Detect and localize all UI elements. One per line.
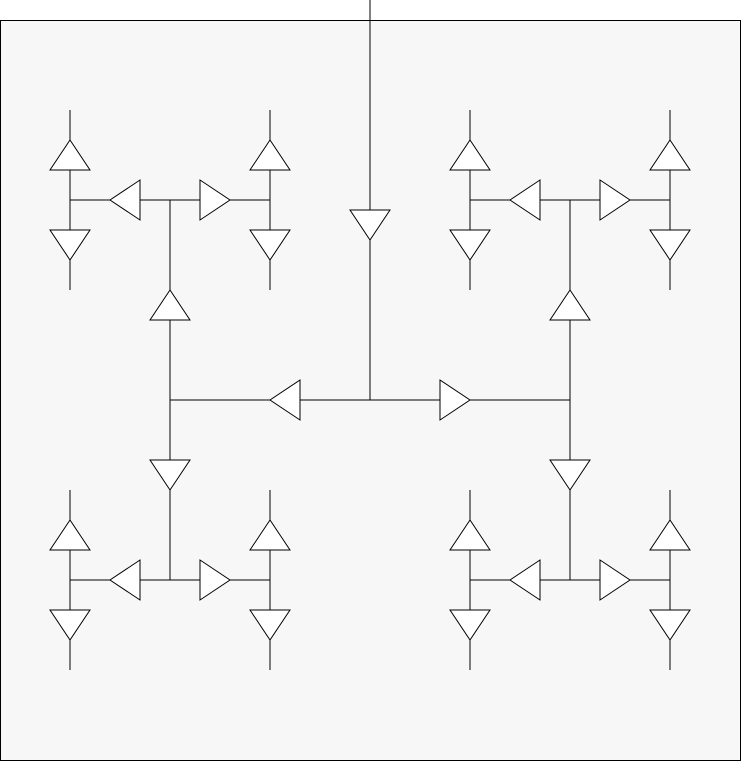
leaf-down-buffer <box>649 229 691 261</box>
buffer-layer <box>49 139 691 641</box>
quad-right-buffer <box>199 179 231 221</box>
leaf-up-buffer <box>449 519 491 551</box>
leaf-down-buffer <box>449 609 491 641</box>
leaf-down-buffer <box>49 229 91 261</box>
leaf-down-buffer <box>449 229 491 261</box>
leaf-up-buffer <box>49 519 91 551</box>
leaf-up-buffer <box>249 139 291 171</box>
quad-left-buffer <box>509 559 541 601</box>
leaf-down-buffer <box>49 609 91 641</box>
leaf-down-buffer <box>649 609 691 641</box>
branch-down-buffer <box>549 459 591 491</box>
leaf-down-buffer <box>249 609 291 641</box>
main-left-buffer <box>269 379 301 421</box>
quad-left-buffer <box>509 179 541 221</box>
quad-right-buffer <box>199 559 231 601</box>
quad-right-buffer <box>599 559 631 601</box>
root-buffer <box>349 209 391 241</box>
quad-left-buffer <box>109 179 141 221</box>
leaf-up-buffer <box>449 139 491 171</box>
main-right-buffer <box>439 379 471 421</box>
branch-up-buffer <box>549 289 591 321</box>
leaf-up-buffer <box>49 139 91 171</box>
leaf-up-buffer <box>249 519 291 551</box>
quad-right-buffer <box>599 179 631 221</box>
branch-down-buffer <box>149 459 191 491</box>
quad-left-buffer <box>109 559 141 601</box>
leaf-up-buffer <box>649 139 691 171</box>
branch-up-buffer <box>149 289 191 321</box>
leaf-down-buffer <box>249 229 291 261</box>
leaf-up-buffer <box>649 519 691 551</box>
